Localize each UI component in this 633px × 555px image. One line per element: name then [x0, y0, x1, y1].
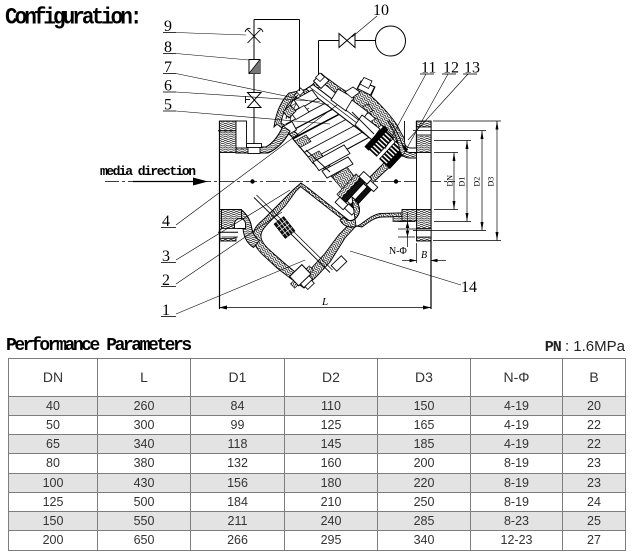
svg-text:D1: D1	[458, 177, 467, 187]
svg-text:DN: DN	[446, 175, 455, 187]
svg-text:10: 10	[373, 2, 389, 19]
svg-text:1: 1	[162, 302, 170, 319]
svg-text:3: 3	[162, 248, 170, 265]
svg-text:12: 12	[443, 60, 459, 77]
svg-text:6: 6	[164, 78, 172, 95]
svg-text:B: B	[421, 250, 427, 261]
svg-text:L: L	[321, 296, 328, 308]
svg-text:7: 7	[164, 59, 172, 76]
svg-text:media direction: media direction	[100, 164, 196, 179]
svg-text:13: 13	[464, 60, 480, 77]
svg-text:D3: D3	[487, 177, 496, 187]
svg-text:9: 9	[164, 18, 172, 35]
svg-text:8: 8	[164, 39, 172, 56]
svg-text:D2: D2	[473, 177, 482, 187]
svg-text:2: 2	[162, 272, 170, 289]
svg-text:4: 4	[162, 213, 170, 230]
svg-text:5: 5	[164, 97, 172, 114]
svg-text:14: 14	[461, 279, 477, 296]
svg-text:11: 11	[421, 60, 436, 77]
svg-text:N-Φ: N-Φ	[389, 246, 407, 257]
